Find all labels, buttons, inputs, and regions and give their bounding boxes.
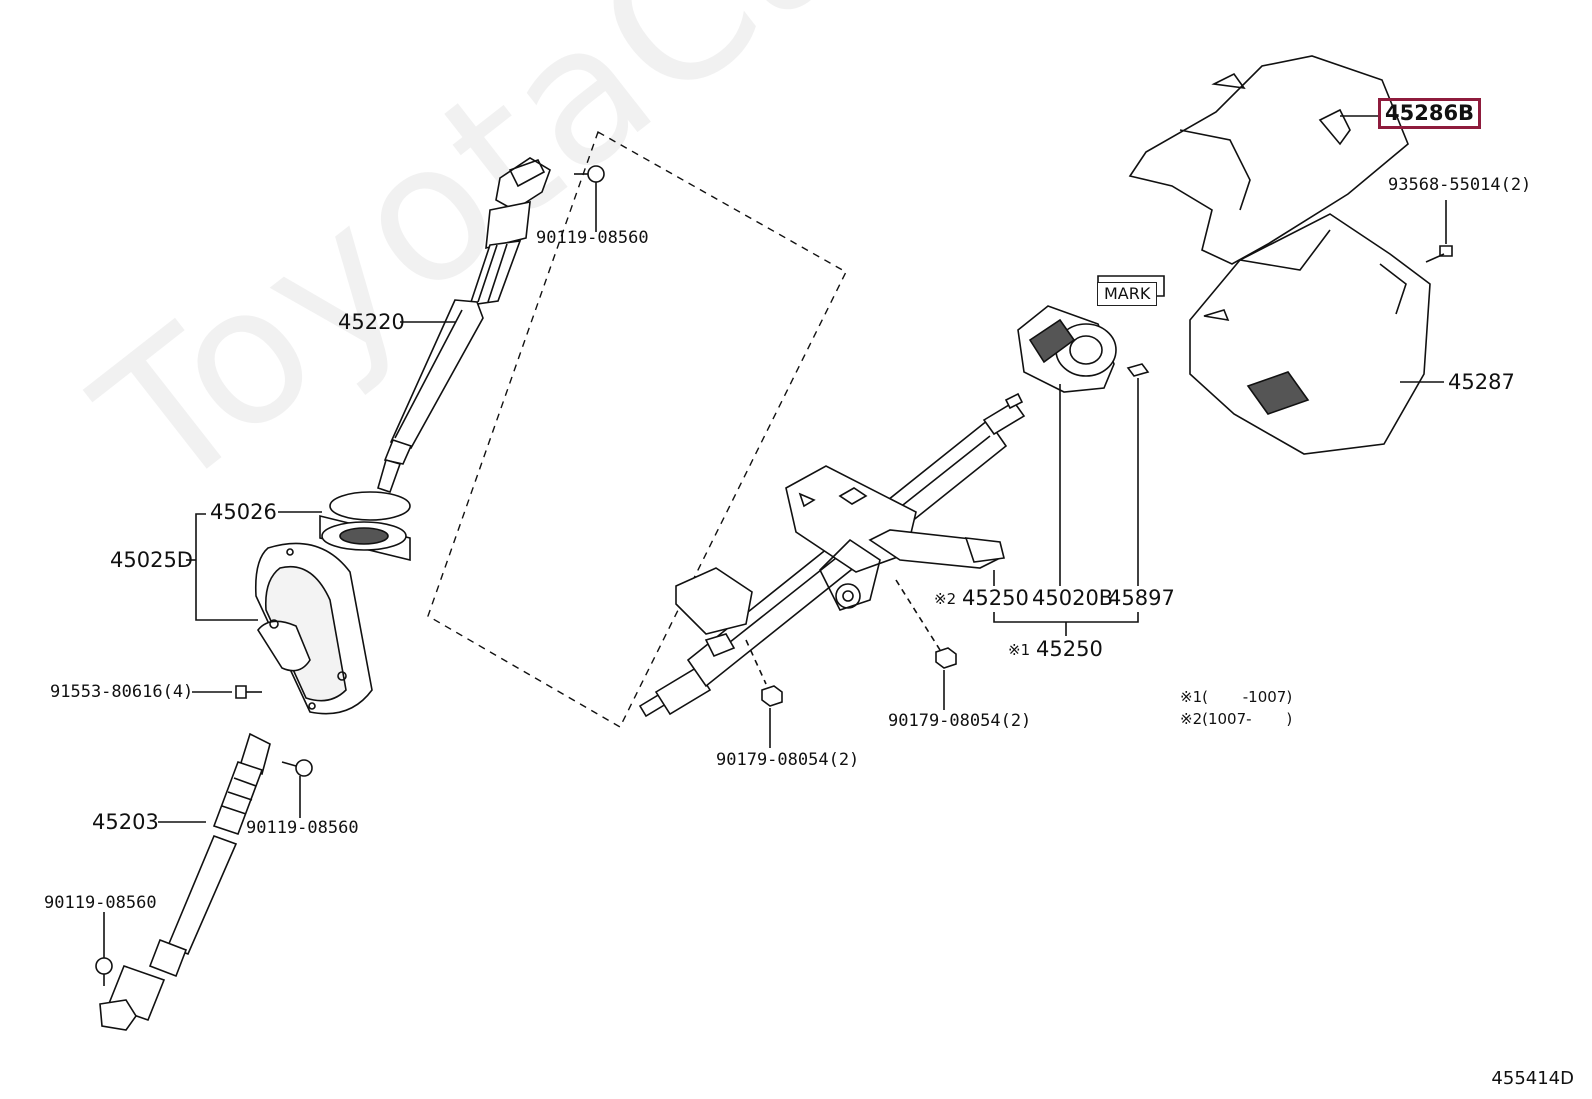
lower-cover-45287 — [1189, 213, 1444, 455]
part-label-45203[interactable]: 45203 — [92, 810, 159, 834]
bolt-91553 — [192, 685, 262, 699]
boot-assembly-45025D — [254, 542, 373, 715]
nut-90179-left — [761, 685, 783, 748]
note-ref-1: ※1 — [1008, 641, 1031, 659]
bolt-90119-lower — [95, 912, 113, 986]
part-label-45020B[interactable]: 45020B — [1032, 586, 1114, 610]
part-label-45025D[interactable]: 45025D — [110, 548, 193, 572]
part-label-45287[interactable]: 45287 — [1448, 370, 1515, 394]
nut-90179-right — [935, 647, 957, 710]
intermediate-shaft-45220 — [377, 157, 551, 494]
part-label-93568-55014[interactable]: 93568-55014(2) — [1388, 175, 1532, 195]
screw-45897 — [1126, 363, 1150, 586]
footnote-2: ※2(1007- ) — [1180, 710, 1293, 728]
mark-label: MARK — [1097, 282, 1158, 306]
footnote-1: ※1( -1007) — [1180, 688, 1293, 706]
key-cylinder-45020B — [1017, 275, 1165, 586]
assembly-outline — [427, 130, 847, 728]
part-label-45220[interactable]: 45220 — [338, 310, 405, 334]
screw-93568 — [1425, 200, 1453, 263]
bolt-90119-upper — [574, 165, 605, 232]
part-label-90119-08560-middle[interactable]: 90119-08560 — [246, 818, 359, 838]
part-label-45250-assy[interactable]: 45250 — [1036, 637, 1103, 661]
part-label-90179-08054-right[interactable]: 90179-08054(2) — [888, 711, 1032, 731]
lower-shaft-45203 — [99, 732, 271, 1031]
part-label-90119-08560-lower[interactable]: 90119-08560 — [44, 893, 157, 913]
bolt-90119-middle — [281, 759, 313, 818]
part-label-90179-08054-left[interactable]: 90179-08054(2) — [716, 750, 860, 770]
part-label-90119-08560-upper[interactable]: 90119-08560 — [536, 228, 649, 248]
bracket-45250-assy — [993, 612, 1139, 623]
part-label-45250[interactable]: 45250 — [962, 586, 1029, 610]
part-label-45026[interactable]: 45026 — [210, 500, 277, 524]
part-label-45286B[interactable]: 45286B — [1378, 98, 1482, 129]
steering-column-45250 — [638, 392, 1026, 718]
part-label-91553-80616[interactable]: 91553-80616(4) — [50, 682, 194, 702]
part-label-45897[interactable]: 45897 — [1108, 586, 1175, 610]
diagram-id: 455414D — [1491, 1068, 1574, 1089]
bracket-45025D — [195, 513, 258, 621]
upper-cover-45286B — [1128, 55, 1409, 265]
bearing-45026 — [278, 491, 411, 562]
note-ref-2: ※2 — [934, 590, 957, 608]
